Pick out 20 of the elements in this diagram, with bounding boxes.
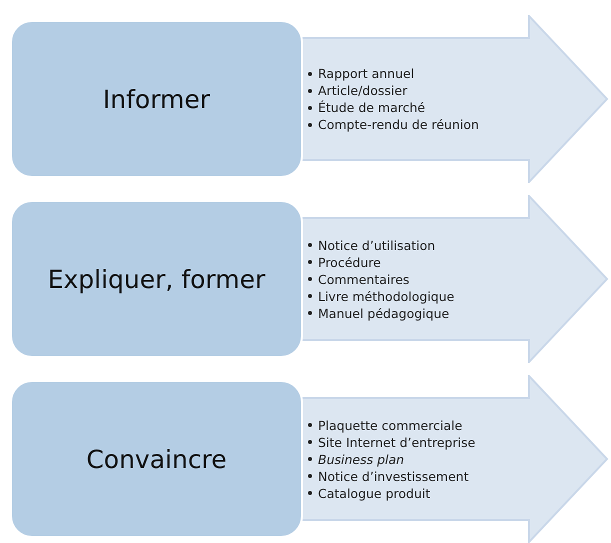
list-item: Procédure (318, 254, 381, 270)
list-item: Commentaires (318, 270, 410, 288)
list-item: Catalogue produit (318, 484, 430, 502)
list-item: Livre méthodologique (318, 288, 454, 304)
list-item: Compte-rendu de réunion (318, 116, 479, 133)
category-title: Informer (102, 84, 210, 114)
list-item: Plaquette commerciale (318, 416, 462, 434)
category-box (10, 380, 303, 538)
list-item: Notice d’utilisation (318, 236, 436, 254)
list-item: Manuel pédagogique (318, 304, 450, 322)
category-box (10, 200, 303, 358)
list-item: Site Internet d’entreprise (318, 434, 476, 450)
list-item: Étude de marché (318, 99, 426, 116)
category-title: Convaincre (86, 444, 227, 474)
list-item: Business plan (318, 450, 404, 468)
list-item: Rapport annuel (318, 65, 414, 82)
list-item: Article/dossier (318, 82, 408, 99)
category-title: Expliquer, former (48, 264, 266, 294)
list-item: Notice d’investissement (318, 468, 469, 484)
category-box (10, 20, 303, 178)
